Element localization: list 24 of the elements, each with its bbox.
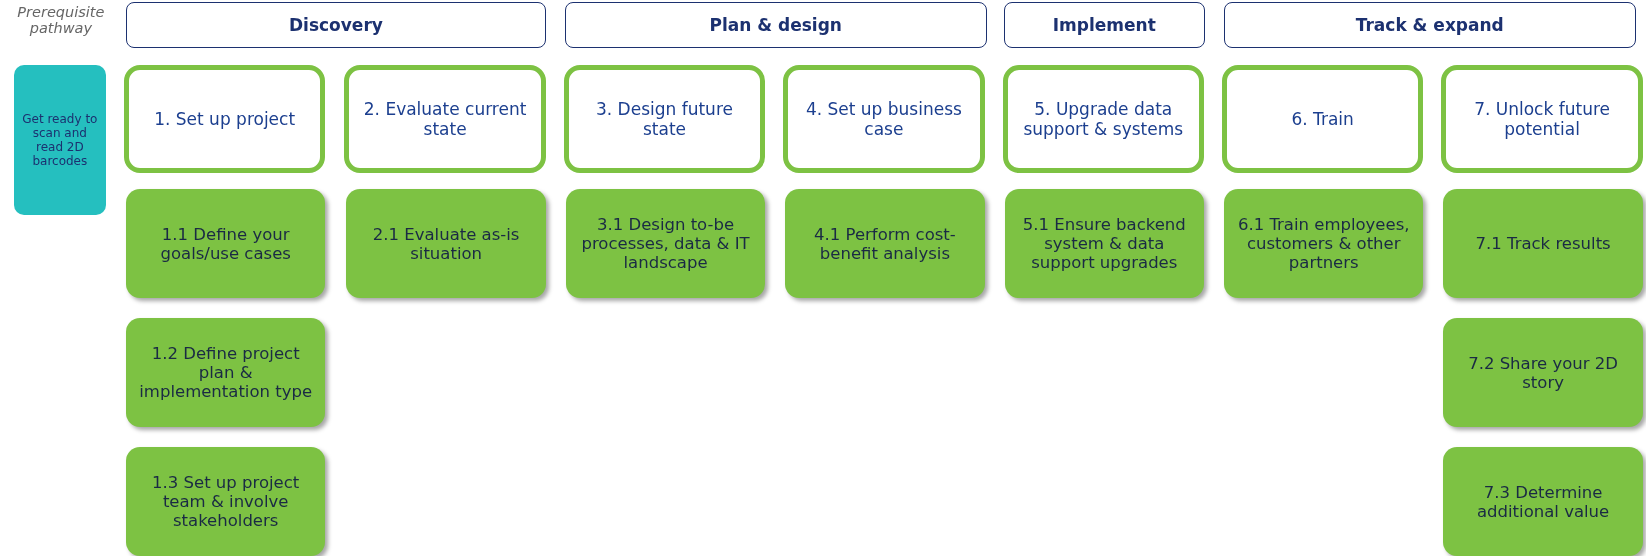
step-box: 4. Set up business case xyxy=(783,65,985,174)
task-box: 3.1 Design to-be processes, data & IT landscape xyxy=(565,188,766,299)
task-box: 1.1 Define your goals/use cases xyxy=(125,188,326,299)
task-box: 7.2 Share your 2D story xyxy=(1443,318,1643,428)
row-label: Prerequisite pathway xyxy=(16,4,106,37)
task-box: 1.3 Set up project team & involve stakeholders xyxy=(125,447,326,556)
step-box: 5. Upgrade data support & systems xyxy=(1002,65,1205,174)
task-box: 4.1 Perform cost-benefit analysis xyxy=(785,188,985,299)
phase-header: Discovery xyxy=(125,2,546,49)
prerequisite-box: Get ready to scan and read 2D barcodes xyxy=(13,65,106,216)
step-box: 7. Unlock future potential xyxy=(1441,65,1643,174)
step-box: 6. Train xyxy=(1221,65,1424,174)
phase-header: Track & expand xyxy=(1224,2,1636,49)
step-box: 3. Design future state xyxy=(563,65,766,174)
task-box: 7.1 Track results xyxy=(1443,188,1643,299)
step-box: 1. Set up project xyxy=(123,65,326,174)
task-box: 7.3 Determine additional value xyxy=(1443,447,1643,556)
phase-header: Plan & design xyxy=(564,2,987,49)
task-box: 5.1 Ensure backend system & data support upgrades xyxy=(1004,188,1205,299)
task-box: 6.1 Train employees, customers & other partners xyxy=(1224,188,1424,299)
phase-header: Implement xyxy=(1003,2,1206,49)
step-box: 2. Evaluate current state xyxy=(344,65,546,174)
task-box: 1.2 Define project plan & implementation type xyxy=(125,318,326,428)
task-box: 2.1 Evaluate as-is situation xyxy=(346,188,546,299)
